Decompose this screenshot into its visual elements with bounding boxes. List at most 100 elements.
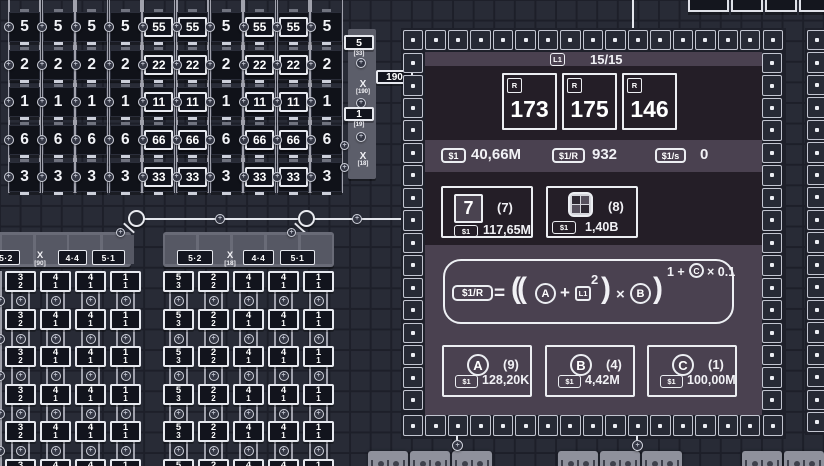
fraction-tile[interactable]: 41 (233, 458, 264, 466)
machine-tile[interactable]: 3 (42, 162, 74, 192)
var-a-box[interactable]: A (9) $1 128,20K (442, 345, 532, 397)
machine-tile[interactable]: 5 (109, 12, 141, 42)
fraction-tile[interactable]: 53 (163, 458, 194, 466)
fraction-tile[interactable]: 22 (198, 458, 229, 466)
machine-tile[interactable]: 6 (42, 124, 74, 155)
machine-tile[interactable]: 5 (311, 12, 343, 42)
fraction-tile[interactable]: 41 (75, 458, 106, 466)
machine-tile[interactable]: 6 (109, 124, 141, 155)
machine-tile[interactable]: 6 (9, 124, 40, 155)
grid-rail (204, 291, 206, 309)
machine-tile[interactable]: 2 (210, 49, 242, 80)
machine-tile[interactable]: 1 (42, 87, 74, 117)
var-b-box[interactable]: B (4) $1 4,42M (545, 345, 635, 397)
machine-tile[interactable]: 5 (9, 12, 40, 42)
machine-tile[interactable]: 2 (109, 49, 141, 80)
fraction-tile[interactable]: 41 (40, 458, 71, 466)
machine-tile[interactable]: 3 (210, 162, 242, 192)
upgrade-window-button[interactable]: (8) $1 1,40B (546, 186, 638, 238)
machine-tile[interactable]: 6 (311, 124, 343, 155)
machine-boxed-value: 11 (245, 92, 275, 112)
machine-tile[interactable]: 3 (76, 162, 108, 192)
reactor-slot-1[interactable]: R 173 (502, 73, 557, 130)
buffer-box[interactable]: 5 (344, 35, 374, 50)
machine-tile[interactable]: 2 (76, 49, 108, 80)
machine-tile[interactable]: 1 (210, 87, 242, 117)
port-tab (322, 154, 332, 158)
fraction-tile[interactable]: 11 (303, 458, 334, 466)
machine-tile[interactable]: 3 (9, 162, 40, 192)
machine-tile[interactable]: 1 (76, 87, 108, 117)
machine-tile[interactable]: 6 (210, 124, 242, 155)
buffer-box[interactable]: 1 (344, 107, 374, 121)
machine-tile[interactable]: 1 (311, 87, 343, 117)
machine-tile[interactable]: 5 (42, 12, 74, 42)
machine-tile[interactable]: 3 (109, 162, 141, 192)
machine-tile[interactable]: 2 (42, 49, 74, 80)
upgrade-count: (8) (608, 199, 624, 214)
var-c-box[interactable]: C (1) $1 100,00M (647, 345, 737, 397)
machine-tile[interactable]: 2 (311, 49, 343, 80)
l1-ref-badge: L1 (575, 286, 591, 301)
machine-tile[interactable]: 1 (109, 87, 141, 117)
fraction-tile[interactable]: 41 (268, 458, 299, 466)
machine-tile[interactable]: 2 (9, 49, 40, 80)
reactor-slot-3[interactable]: R 146 (622, 73, 677, 130)
machine-tile[interactable]: 3 (311, 162, 343, 192)
reactor-slot-2[interactable]: R 175 (562, 73, 617, 130)
machine-tile[interactable]: 5 (210, 12, 242, 42)
upgrade-7-button[interactable]: 7 (7) $1 117,65M (441, 186, 533, 238)
machine-tile[interactable]: 5 (76, 12, 108, 42)
machine-tile[interactable]: 6 (76, 124, 108, 155)
fraction-tile[interactable]: 11 (110, 458, 141, 466)
fraction-tile[interactable]: 32 (5, 458, 36, 466)
machine-tile[interactable]: 1 (9, 87, 40, 117)
grid-rail (116, 291, 118, 309)
